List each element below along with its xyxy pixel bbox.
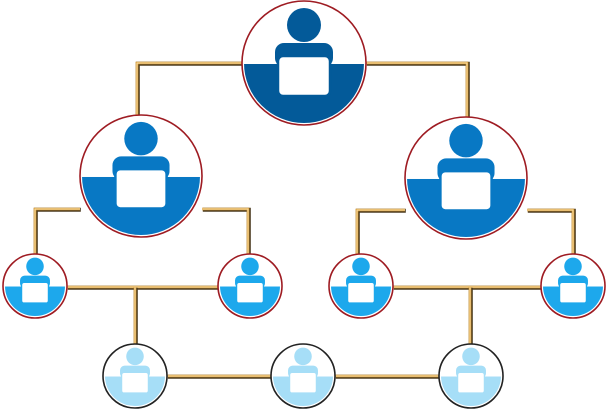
connector-right-team-member-a-to-right-team-member-b	[393, 285, 542, 290]
node-right-team-member-a	[328, 253, 394, 319]
person-at-desk-icon	[346, 257, 376, 304]
person-at-desk-icon	[456, 347, 486, 394]
person-at-desk-icon	[275, 8, 333, 98]
node-staff-b	[270, 343, 336, 409]
person-at-desk-icon	[20, 257, 50, 304]
connector-top-manager-to-left-manager	[135, 61, 243, 117]
connector-top-manager-to-right-manager	[366, 61, 470, 118]
node-right-manager	[404, 116, 528, 240]
connector-staff-a-to-staff-b	[167, 374, 272, 379]
node-staff-c	[438, 343, 504, 409]
connector-layer	[33, 61, 576, 379]
connector-staff-b-to-staff-c	[335, 374, 440, 379]
connector-right-manager-to-right-team-member-b	[527, 208, 576, 255]
connector-left-team-member-a-to-staff-a	[133, 287, 138, 345]
person-at-desk-icon	[437, 123, 495, 212]
node-right-team-member-b	[540, 253, 606, 319]
connector-left-manager-to-left-team-member-b	[202, 207, 251, 255]
person-at-desk-icon	[558, 257, 588, 304]
connector-right-manager-to-right-team-member-a	[355, 208, 406, 255]
connector-left-manager-to-left-team-member-a	[33, 207, 81, 255]
person-at-desk-icon	[288, 347, 318, 394]
connector-right-team-member-a-to-staff-c	[468, 287, 473, 345]
node-staff-a	[102, 343, 168, 409]
node-top-manager	[241, 0, 367, 126]
person-at-desk-icon	[112, 121, 170, 210]
connector-left-team-member-a-to-left-team-member-b	[67, 285, 219, 290]
person-at-desk-icon	[235, 257, 265, 304]
person-at-desk-icon	[120, 347, 150, 394]
node-left-team-member-a	[2, 253, 68, 319]
node-left-team-member-b	[217, 253, 283, 319]
node-left-manager	[79, 114, 203, 238]
